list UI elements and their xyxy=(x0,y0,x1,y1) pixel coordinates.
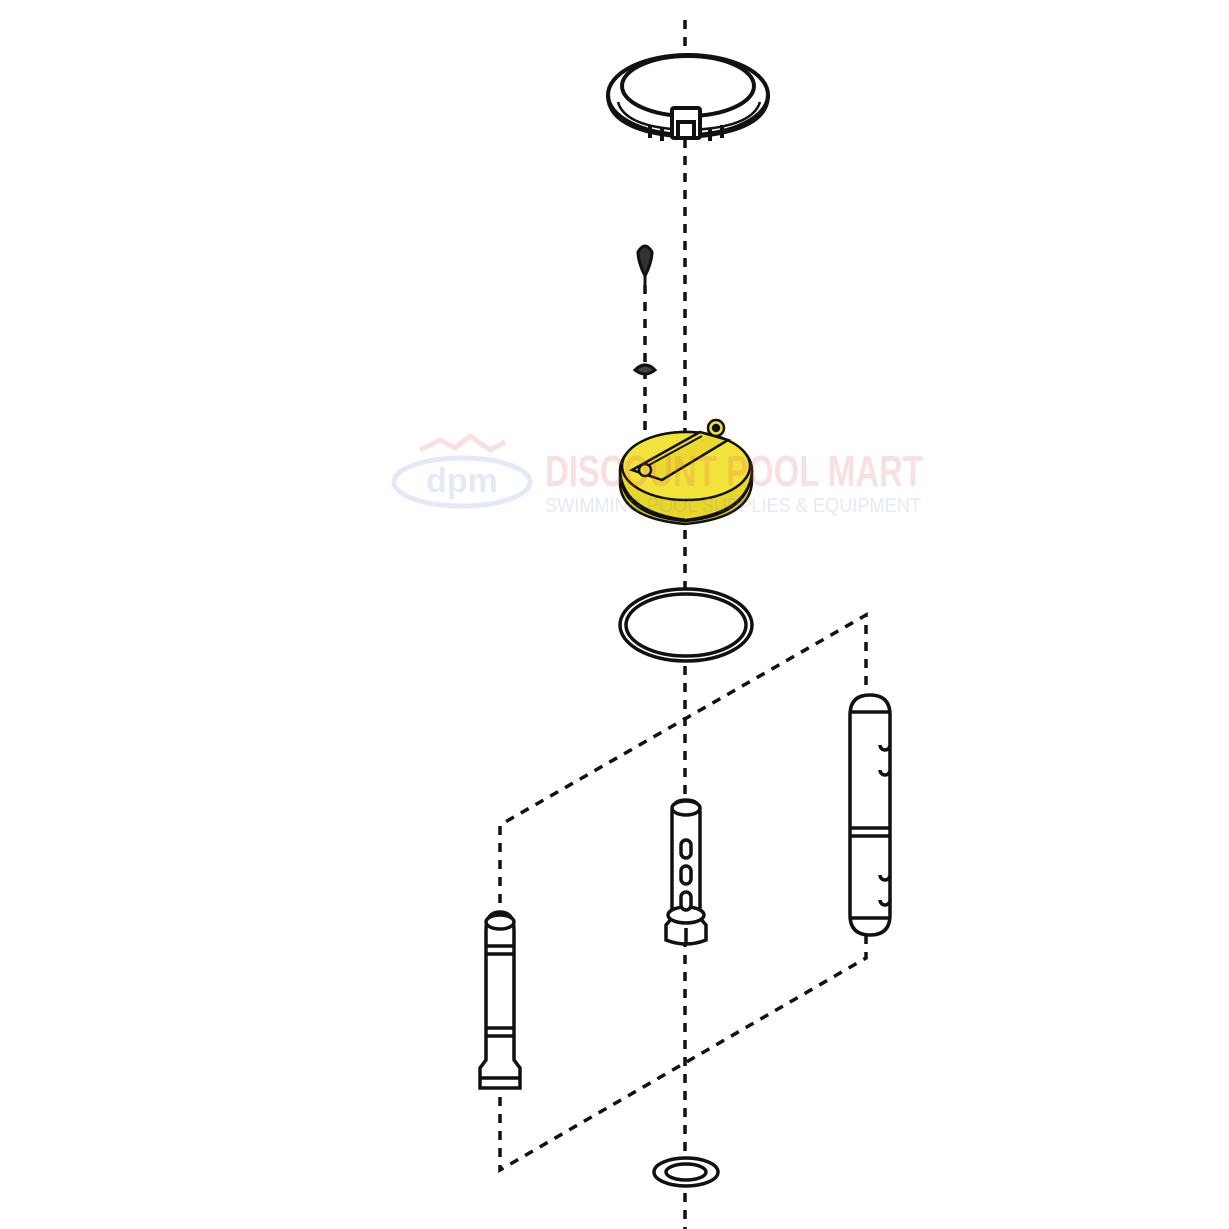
watermark: dpm DISCOUNT POOL MART SWIMMING POOL SUP… xyxy=(391,432,923,517)
small-o-ring-icon xyxy=(632,363,658,376)
watermark-logo-text: dpm xyxy=(426,462,498,500)
left-tube-icon xyxy=(478,910,522,1090)
washer-icon xyxy=(652,1156,720,1188)
cap-icon xyxy=(618,418,754,526)
center-tube-icon xyxy=(664,798,708,946)
o-ring-icon xyxy=(618,587,754,663)
bleeder-plug-icon xyxy=(636,244,654,286)
watermark-brand-line2: SWIMMING POOL SUPPLIES & EQUIPMENT xyxy=(545,495,921,517)
clamp-ring-icon xyxy=(606,53,770,141)
watermark-brand-line1: DISCOUNT POOL MART xyxy=(545,447,923,496)
tube-frame-lower xyxy=(498,935,868,1174)
right-tube-icon xyxy=(848,693,892,937)
watermark-logo-icon: dpm xyxy=(391,432,533,509)
